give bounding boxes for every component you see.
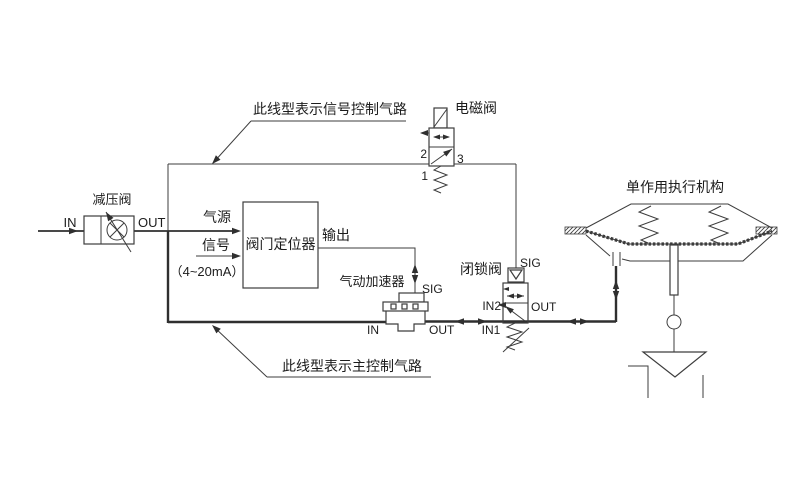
single-acting-actuator: 单作用执行机构 [564, 179, 778, 398]
reducing-valve-in-label: IN [64, 215, 77, 230]
positioner-label: 阀门定位器 [246, 236, 316, 252]
flow-arrow-icon [433, 134, 440, 140]
lockup-spring [505, 322, 524, 351]
adjust-arrow-icon [106, 212, 114, 222]
lockup-sig-label: SIG [520, 256, 541, 270]
flow-arrow-icon [232, 252, 241, 260]
actuator-spring-right [707, 205, 730, 244]
signal-label: 信号 [202, 237, 230, 253]
booster-port-dot [412, 303, 419, 310]
actuator-stem [669, 244, 679, 296]
flow-arrow-icon [498, 302, 506, 308]
solenoid-spring [432, 165, 449, 194]
flow-arrow-icon [455, 318, 464, 325]
booster-port-dot [401, 303, 408, 310]
valve-plug-triangle [641, 351, 708, 378]
leader-arrow-icon [212, 155, 221, 164]
lockup-pilot-triangle [508, 269, 524, 281]
flow-arrow-icon [567, 318, 576, 325]
flow-arrow-icon [505, 306, 514, 314]
booster-tab [398, 292, 425, 303]
lockup-pilot [507, 267, 525, 283]
reducing-valve-element [106, 219, 128, 241]
lockup-spring-adjust [502, 327, 530, 353]
actuator-lower-left [585, 234, 611, 257]
flow-arrow-icon [443, 134, 450, 140]
booster-sig-label: SIG [422, 282, 443, 296]
valve-positioner: 阀门定位器 输出 [242, 201, 419, 293]
flow-arrow-icon [612, 291, 620, 300]
booster-body [385, 311, 426, 332]
actuator-upper-case [585, 203, 773, 229]
positioner-box [242, 201, 319, 289]
lockup-in1-label: IN1 [482, 323, 501, 337]
booster-label: 气动加速器 [339, 274, 404, 289]
booster-head [382, 301, 429, 312]
actuator-left-flange [564, 226, 587, 235]
actuator-stem-joint [666, 314, 682, 330]
flow-arrow-icon [411, 275, 419, 284]
flow-arrow-icon [69, 227, 78, 235]
positioner-inputs: 气源 信号 （4~20mA） [168, 209, 244, 279]
actuator-label: 单作用执行机构 [626, 179, 724, 195]
lockup-out-label: OUT [531, 300, 557, 314]
reducing-valve: 减压阀 IN OUT [64, 192, 166, 253]
actuator-port-flange [612, 252, 621, 266]
flow-arrow-icon [517, 293, 524, 299]
flow-arrow-icon [411, 264, 419, 273]
supply-label: 气源 [203, 209, 231, 225]
reducing-valve-out-label: OUT [138, 215, 166, 230]
booster-port-dot [390, 303, 397, 310]
actuator-spring-left [637, 205, 660, 244]
valve-body-left [628, 365, 649, 398]
booster-out-label: OUT [429, 323, 455, 337]
flow-arrow-icon [443, 149, 452, 157]
flow-arrow-icon [232, 227, 241, 235]
positioner-output-label: 输出 [322, 227, 350, 243]
exhaust-arrow-icon [420, 130, 428, 136]
flow-arrow-icon [612, 280, 620, 289]
leader-arrow-icon [212, 325, 221, 334]
legend-main-label: 此线型表示主控制气路 [282, 358, 422, 374]
pneumatic-booster: 气动加速器 SIG IN OUT [339, 274, 455, 337]
flow-arrow-icon [478, 318, 487, 325]
legend-signal: 此线型表示信号控制气路 [212, 101, 407, 164]
flow-arrow-icon [580, 318, 589, 325]
solenoid-port2-label: 2 [420, 147, 427, 161]
actuator-right-flange [755, 226, 778, 235]
actuator-lower-case [621, 234, 773, 262]
lockup-valve: 闭锁阀 SIG IN2 OUT IN1 [460, 256, 557, 353]
solenoid-port1-label: 1 [421, 169, 428, 183]
actuator-diaphragm-line [585, 230, 773, 245]
piping [38, 163, 620, 325]
flow-arrow-icon [507, 293, 514, 299]
flow-arrow-icon [503, 287, 509, 291]
legend-main-leader [213, 326, 268, 378]
reducing-valve-label: 减压阀 [92, 192, 131, 207]
booster-in-label: IN [367, 323, 379, 337]
solenoid-coil-diagonal [433, 108, 448, 128]
signal-range-label: （4~20mA） [170, 264, 245, 279]
solenoid-valve: 电磁阀 2 1 3 [420, 100, 497, 194]
lockup-label: 闭锁阀 [460, 261, 502, 277]
legend-main: 此线型表示主控制气路 [212, 325, 431, 378]
lockup-in2-label: IN2 [482, 299, 501, 313]
legend-signal-label: 此线型表示信号控制气路 [253, 101, 407, 117]
legend-signal-leader [212, 120, 252, 164]
solenoid-port3-label: 3 [457, 152, 464, 166]
solenoid-label: 电磁阀 [455, 100, 497, 116]
